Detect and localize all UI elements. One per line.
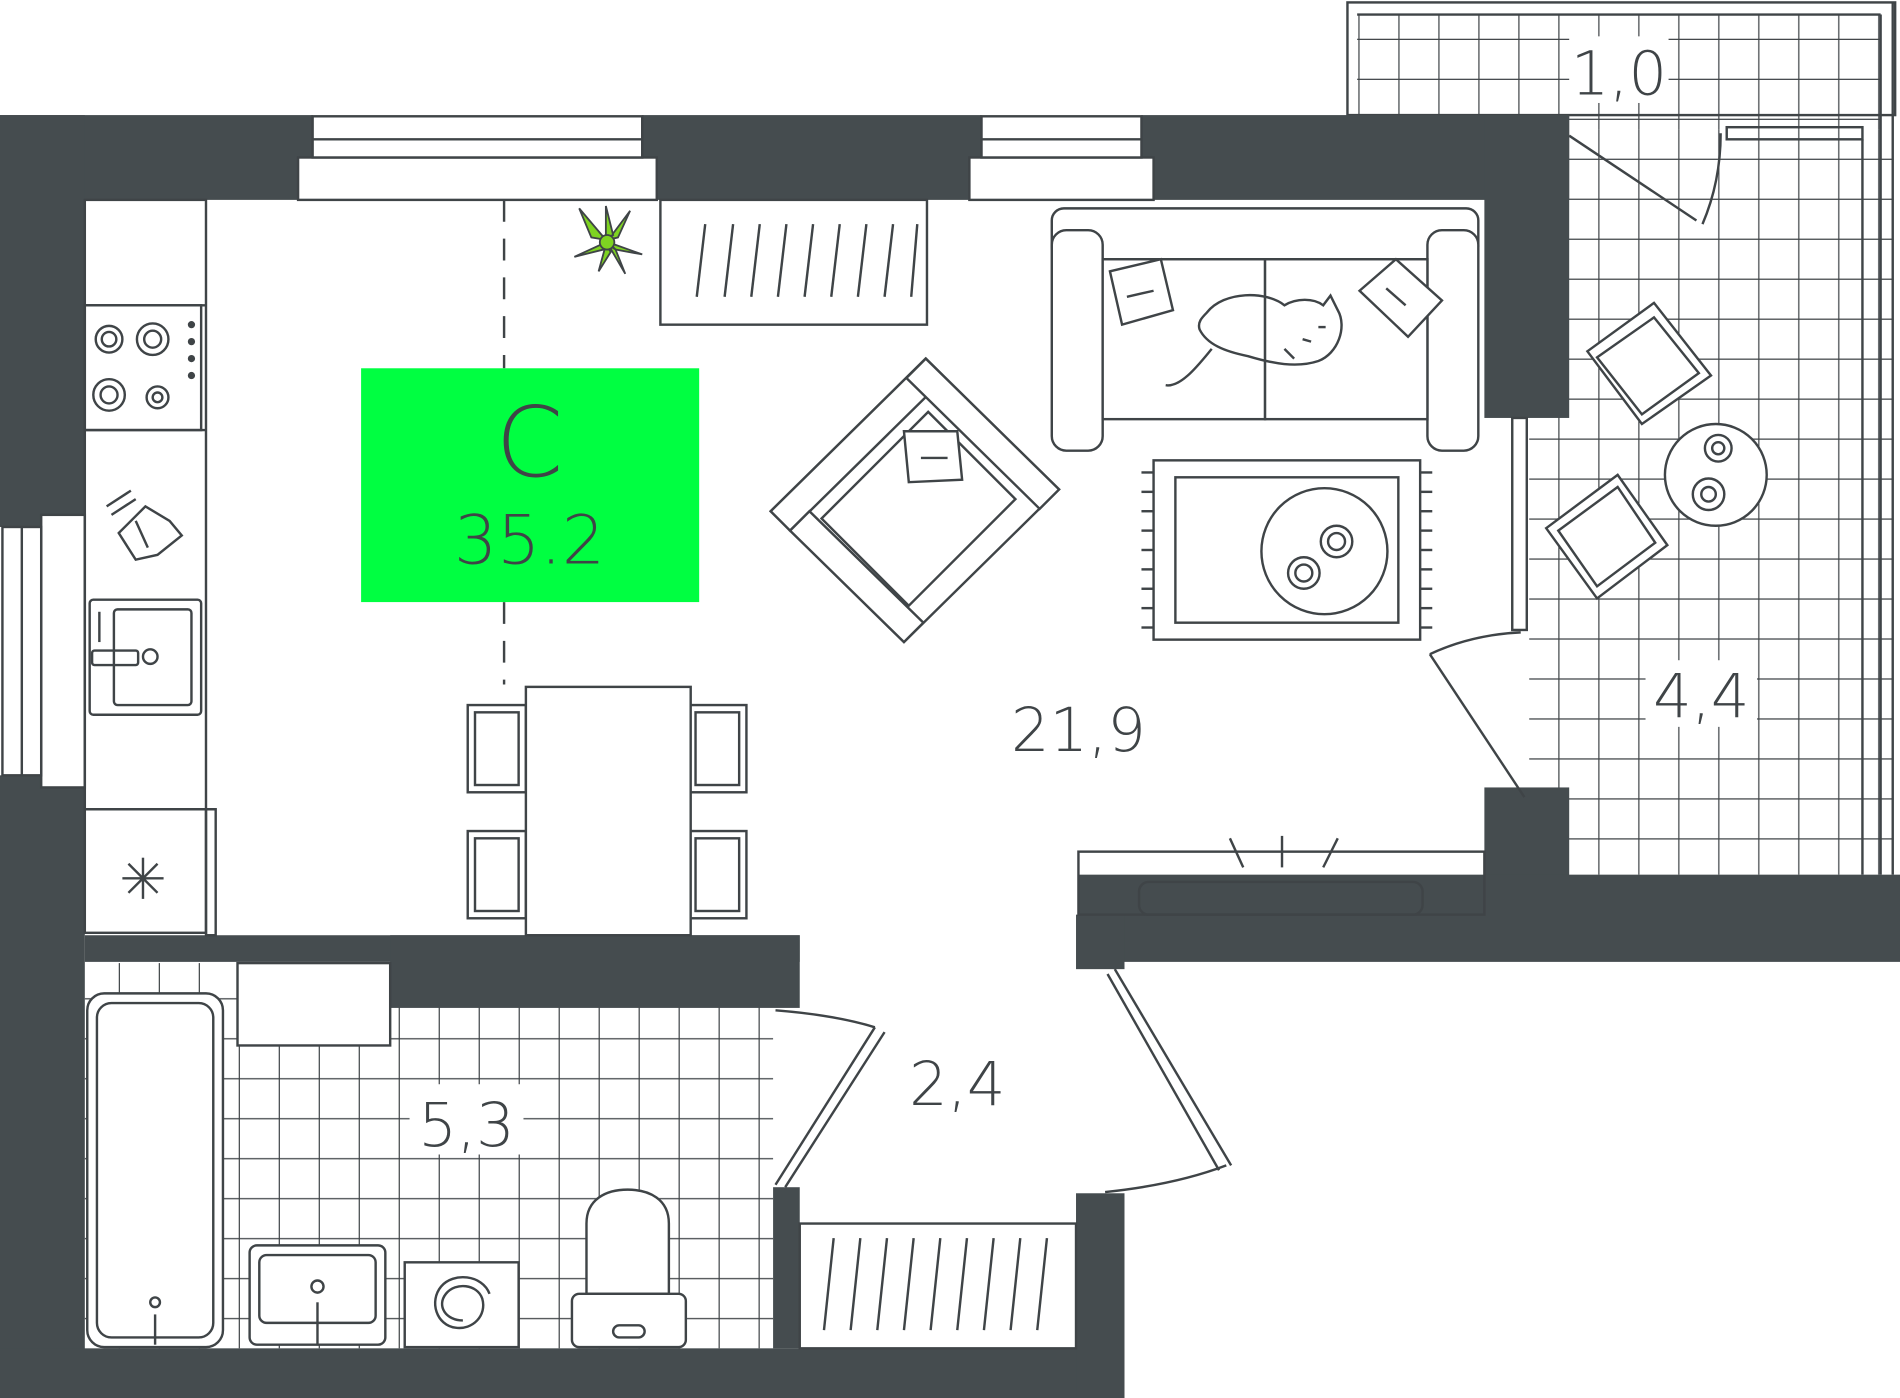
bathroom-door	[774, 1009, 886, 1188]
cutting-board-icon	[105, 489, 184, 562]
stove-icon	[83, 304, 203, 432]
bath-cabinet	[236, 961, 392, 1047]
bathtub-icon	[86, 992, 225, 1349]
washing-machine-icon	[403, 1261, 520, 1349]
plant-icon	[573, 205, 643, 275]
rug	[1141, 459, 1433, 641]
windows	[1, 115, 1155, 789]
balcony-large-area: 4,4	[1653, 662, 1749, 732]
balcony-furniture	[1544, 301, 1768, 601]
balcony-doors	[1428, 133, 1722, 798]
bathroom-area: 5,3	[418, 1091, 514, 1161]
apartment-type-label: C	[496, 386, 564, 499]
tv-icon	[1077, 835, 1486, 916]
toilet-icon	[570, 1188, 688, 1349]
living-room-area: 21,9	[1011, 696, 1146, 766]
walls	[0, 115, 1900, 1398]
entrance-door	[1104, 968, 1233, 1194]
hallway-area: 2,4	[909, 1050, 1005, 1120]
sink-icon	[88, 598, 203, 716]
armchair	[768, 356, 1061, 644]
sofa	[1050, 207, 1480, 452]
kitchen-counter	[83, 198, 217, 937]
wardrobe-hall	[798, 1222, 1078, 1350]
dining-table	[466, 685, 748, 937]
bath-sink-icon	[248, 1244, 387, 1346]
area-badge: C 35.2	[361, 199, 700, 685]
apartment-total-area: 35.2	[454, 500, 605, 579]
balcony-railing	[1346, 1, 1897, 875]
cat-icon	[1165, 293, 1343, 387]
balcony-small-area: 1,0	[1571, 39, 1667, 109]
wardrobe-top	[659, 198, 929, 326]
fan-icon	[122, 857, 164, 899]
